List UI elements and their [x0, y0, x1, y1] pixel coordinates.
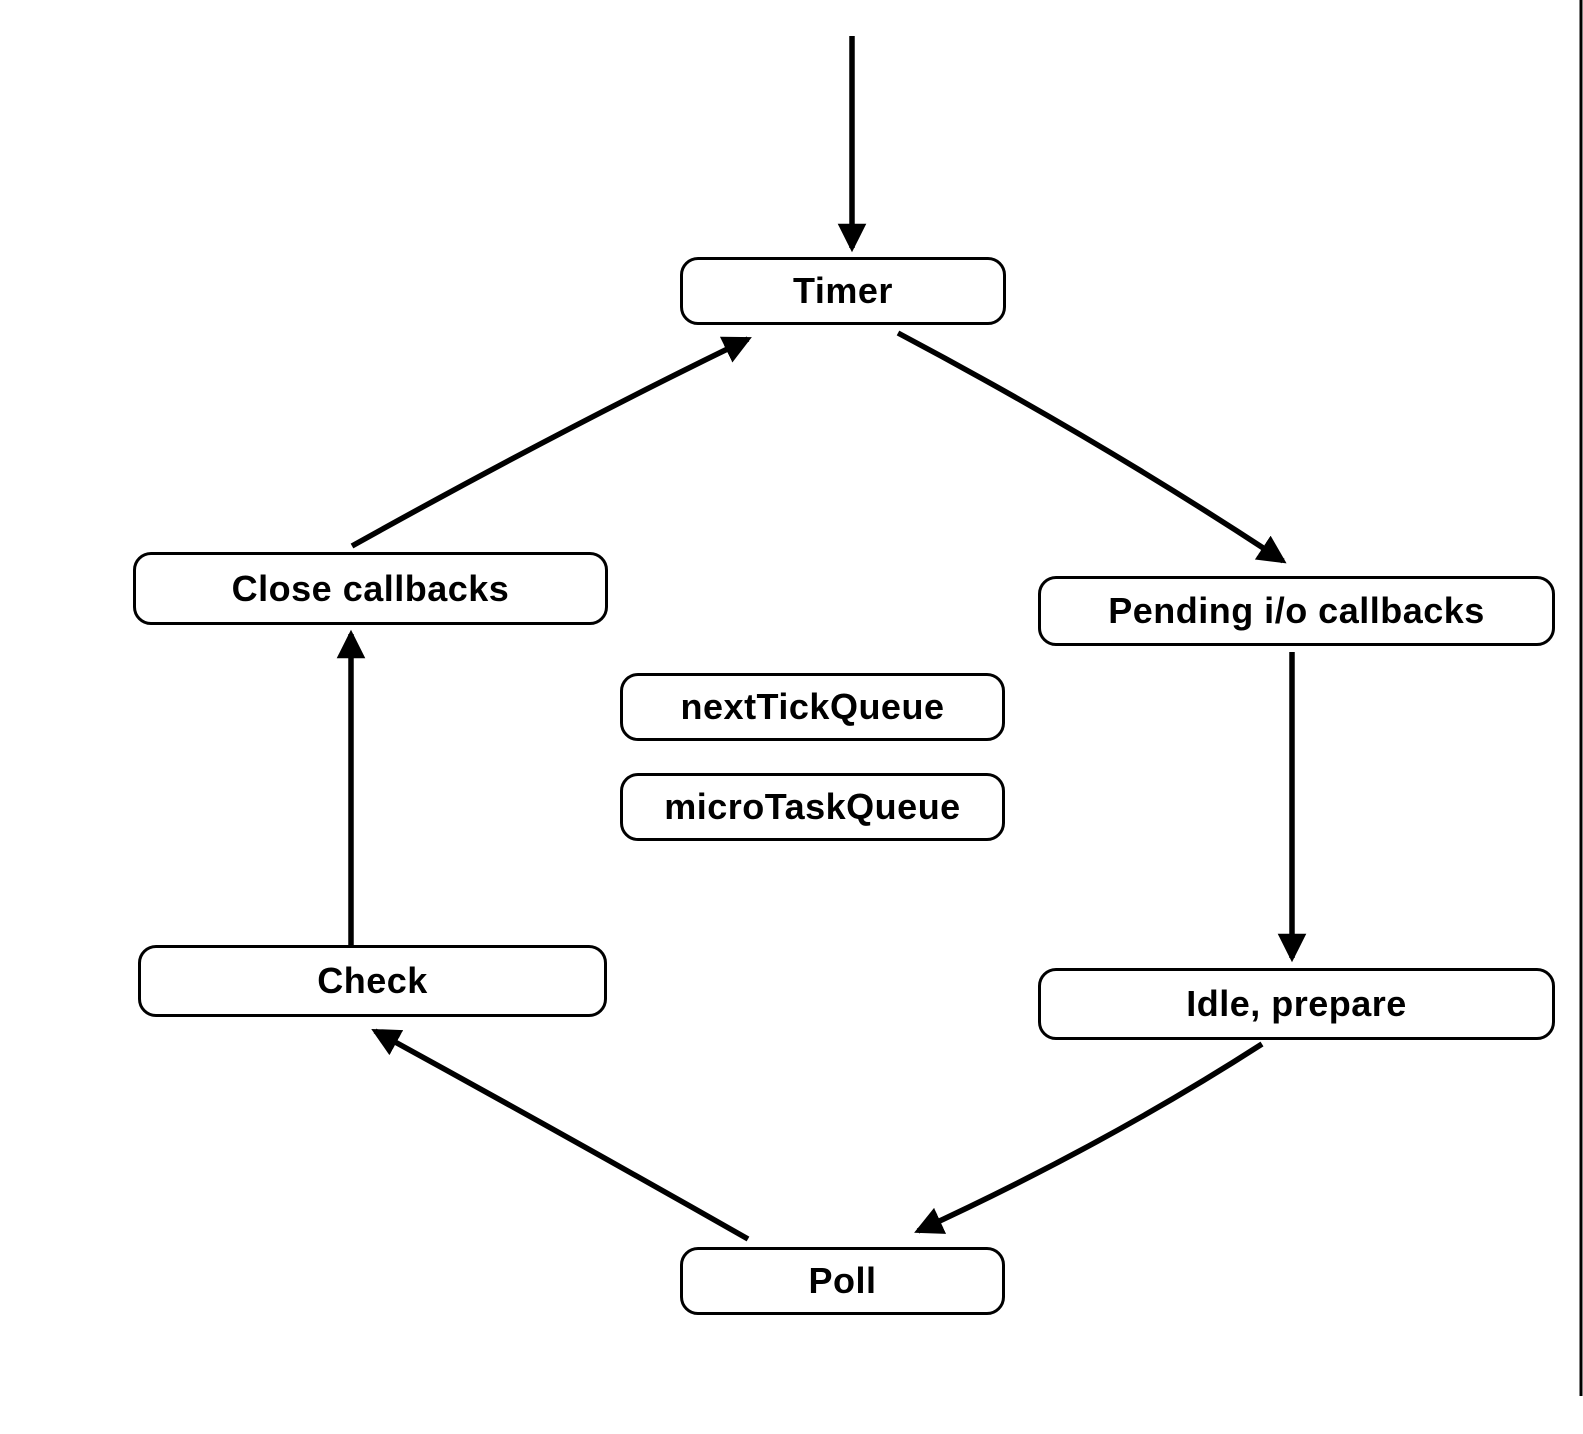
- node-micro-task-queue-label: microTaskQueue: [664, 786, 961, 827]
- node-close-callbacks-label: Close callbacks: [231, 567, 510, 609]
- node-timer-label: Timer: [793, 270, 893, 311]
- node-idle-prepare-label: Idle, prepare: [1186, 983, 1407, 1024]
- node-pending-io-callbacks: Pending i/o callbacks: [1038, 576, 1555, 646]
- arrow-close-to-timer: [350, 336, 752, 549]
- node-poll-label: Poll: [808, 1260, 877, 1301]
- node-timer: Timer: [680, 257, 1006, 325]
- node-next-tick-queue: nextTickQueue: [620, 673, 1005, 741]
- node-check-label: Check: [317, 960, 428, 1001]
- node-idle-prepare: Idle, prepare: [1038, 968, 1555, 1040]
- arrow-timer-to-pending: [896, 330, 1287, 564]
- node-close-callbacks: Close callbacks: [133, 552, 608, 625]
- node-poll: Poll: [680, 1247, 1005, 1315]
- node-check: Check: [138, 945, 607, 1017]
- arrow-idle-to-poll: [914, 1041, 1264, 1234]
- node-pending-io-callbacks-label: Pending i/o callbacks: [1108, 590, 1485, 631]
- node-next-tick-queue-label: nextTickQueue: [680, 686, 945, 727]
- arrow-poll-to-check: [371, 1028, 750, 1242]
- node-micro-task-queue: microTaskQueue: [620, 773, 1005, 841]
